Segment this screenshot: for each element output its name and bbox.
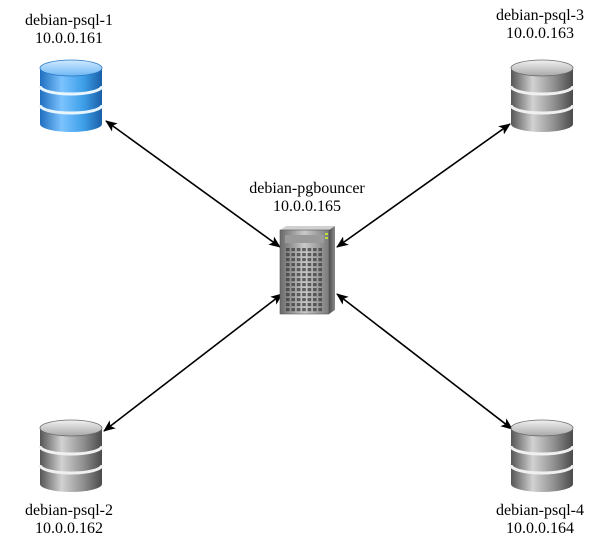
node-ip: 10.0.0.164 [506,520,574,537]
node-name: debian-pgbouncer [249,180,365,197]
edge-pgbouncer-psql-1 [105,120,281,248]
edge-pgbouncer-psql-4 [336,293,513,430]
node-label-psql-1: debian-psql-1 10.0.0.161 [0,12,169,48]
database-icon [38,419,104,492]
node-label-pgbouncer: debian-pgbouncer 10.0.0.165 [207,180,407,216]
node-name: debian-psql-3 [496,7,584,24]
node-label-psql-2: debian-psql-2 10.0.0.162 [0,502,169,538]
database-icon [38,59,104,132]
edge-pgbouncer-psql-2 [103,293,283,432]
node-name: debian-psql-1 [25,12,113,29]
node-name: debian-psql-2 [25,502,113,519]
database-icon [509,419,575,492]
database-icon [509,59,575,132]
node-ip: 10.0.0.161 [35,30,103,47]
node-label-psql-3: debian-psql-3 10.0.0.163 [440,7,607,43]
node-ip: 10.0.0.165 [273,198,341,215]
server-vent-grid [286,248,322,312]
edge-pgbouncer-psql-3 [336,123,511,248]
node-ip: 10.0.0.162 [35,520,103,537]
node-ip: 10.0.0.163 [506,25,574,42]
node-name: debian-psql-4 [496,502,584,519]
node-label-psql-4: debian-psql-4 10.0.0.164 [440,502,607,538]
server-icon [279,226,335,315]
